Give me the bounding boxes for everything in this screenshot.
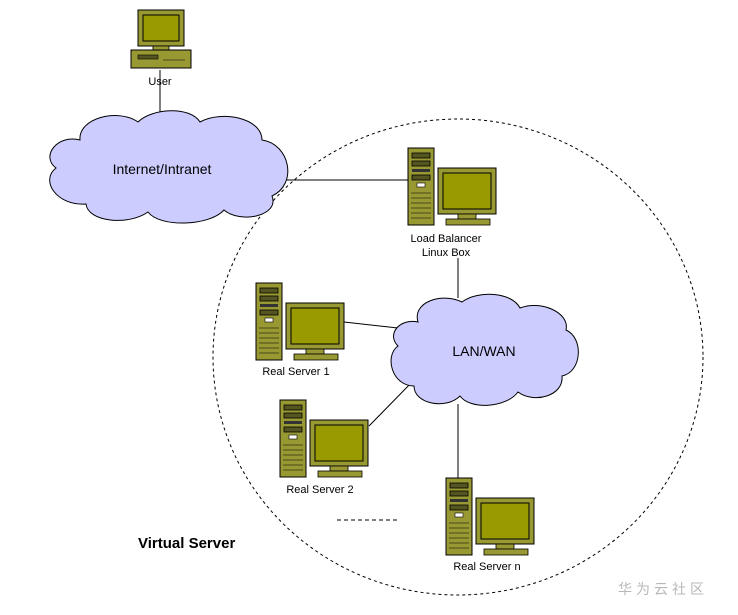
user-label: User [148, 76, 172, 88]
real-server-2-label: Real Server 2 [286, 484, 353, 496]
internet-cloud [49, 110, 289, 224]
real-server-n-label: Real Server n [453, 561, 520, 573]
real-server-2-icon [279, 399, 369, 478]
lb-label-line1: Load Balancer [411, 233, 482, 245]
user-computer-icon [130, 9, 192, 69]
real-server-1-icon [255, 282, 345, 361]
real-server-1-label: Real Server 1 [262, 366, 329, 378]
load-balancer-server-icon [407, 147, 497, 226]
watermark-text: 华为云社区 [618, 582, 708, 598]
lan-to-rs1-line [343, 321, 399, 329]
lb-label-line2: Linux Box [422, 247, 471, 259]
lan-wan-cloud [390, 293, 579, 406]
internet-label: Internet/Intranet [113, 161, 212, 177]
virtual-server-label: Virtual Server [138, 535, 235, 552]
lan-to-rs2-line [368, 377, 417, 427]
lan-label: LAN/WAN [452, 343, 515, 359]
real-server-n-icon [445, 477, 535, 556]
virtual-server-boundary [212, 118, 704, 596]
